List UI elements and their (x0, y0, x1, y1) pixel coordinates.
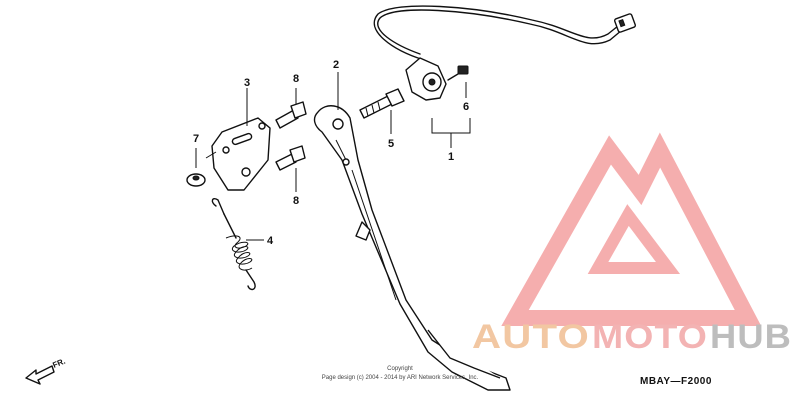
callout-5: 5 (388, 138, 394, 150)
stand-plate (211, 88, 271, 191)
callout-7: 7 (193, 133, 199, 145)
callout-8-upper: 8 (293, 73, 299, 85)
callout-1: 1 (448, 151, 454, 163)
front-direction-indicator: FR. (25, 357, 67, 385)
flange-nut (186, 148, 217, 187)
copyright-title: Copyright (387, 366, 413, 372)
callout-4: 4 (267, 235, 274, 247)
bolt-lower (275, 145, 306, 192)
watermark-part-auto: AUTO (472, 318, 590, 356)
wire-connector (614, 13, 636, 33)
copyright-text: Page design (c) 2004 - 2014 by ARI Netwo… (322, 375, 479, 381)
watermark-part-hub: HUB (710, 318, 792, 356)
side-stand (313, 72, 511, 391)
arrow-left-icon (25, 365, 55, 385)
callout-6: 6 (463, 101, 469, 113)
watermark-part-moto: MOTO (592, 318, 708, 356)
callout-8-lower: 8 (293, 195, 299, 207)
watermark-text: AUTO MOTO HUB (472, 318, 792, 356)
diagram-code: MBAY—F2000 (640, 376, 712, 387)
callout-3: 3 (244, 77, 250, 89)
watermark-logo (501, 132, 762, 326)
callout-2: 2 (333, 59, 339, 71)
return-spring (211, 197, 264, 291)
direction-label: FR. (51, 357, 66, 370)
pivot-bolt (359, 88, 405, 134)
switch-bolt (447, 65, 469, 81)
bolt-upper (275, 88, 307, 129)
side-stand-switch-assembly (373, 5, 636, 148)
